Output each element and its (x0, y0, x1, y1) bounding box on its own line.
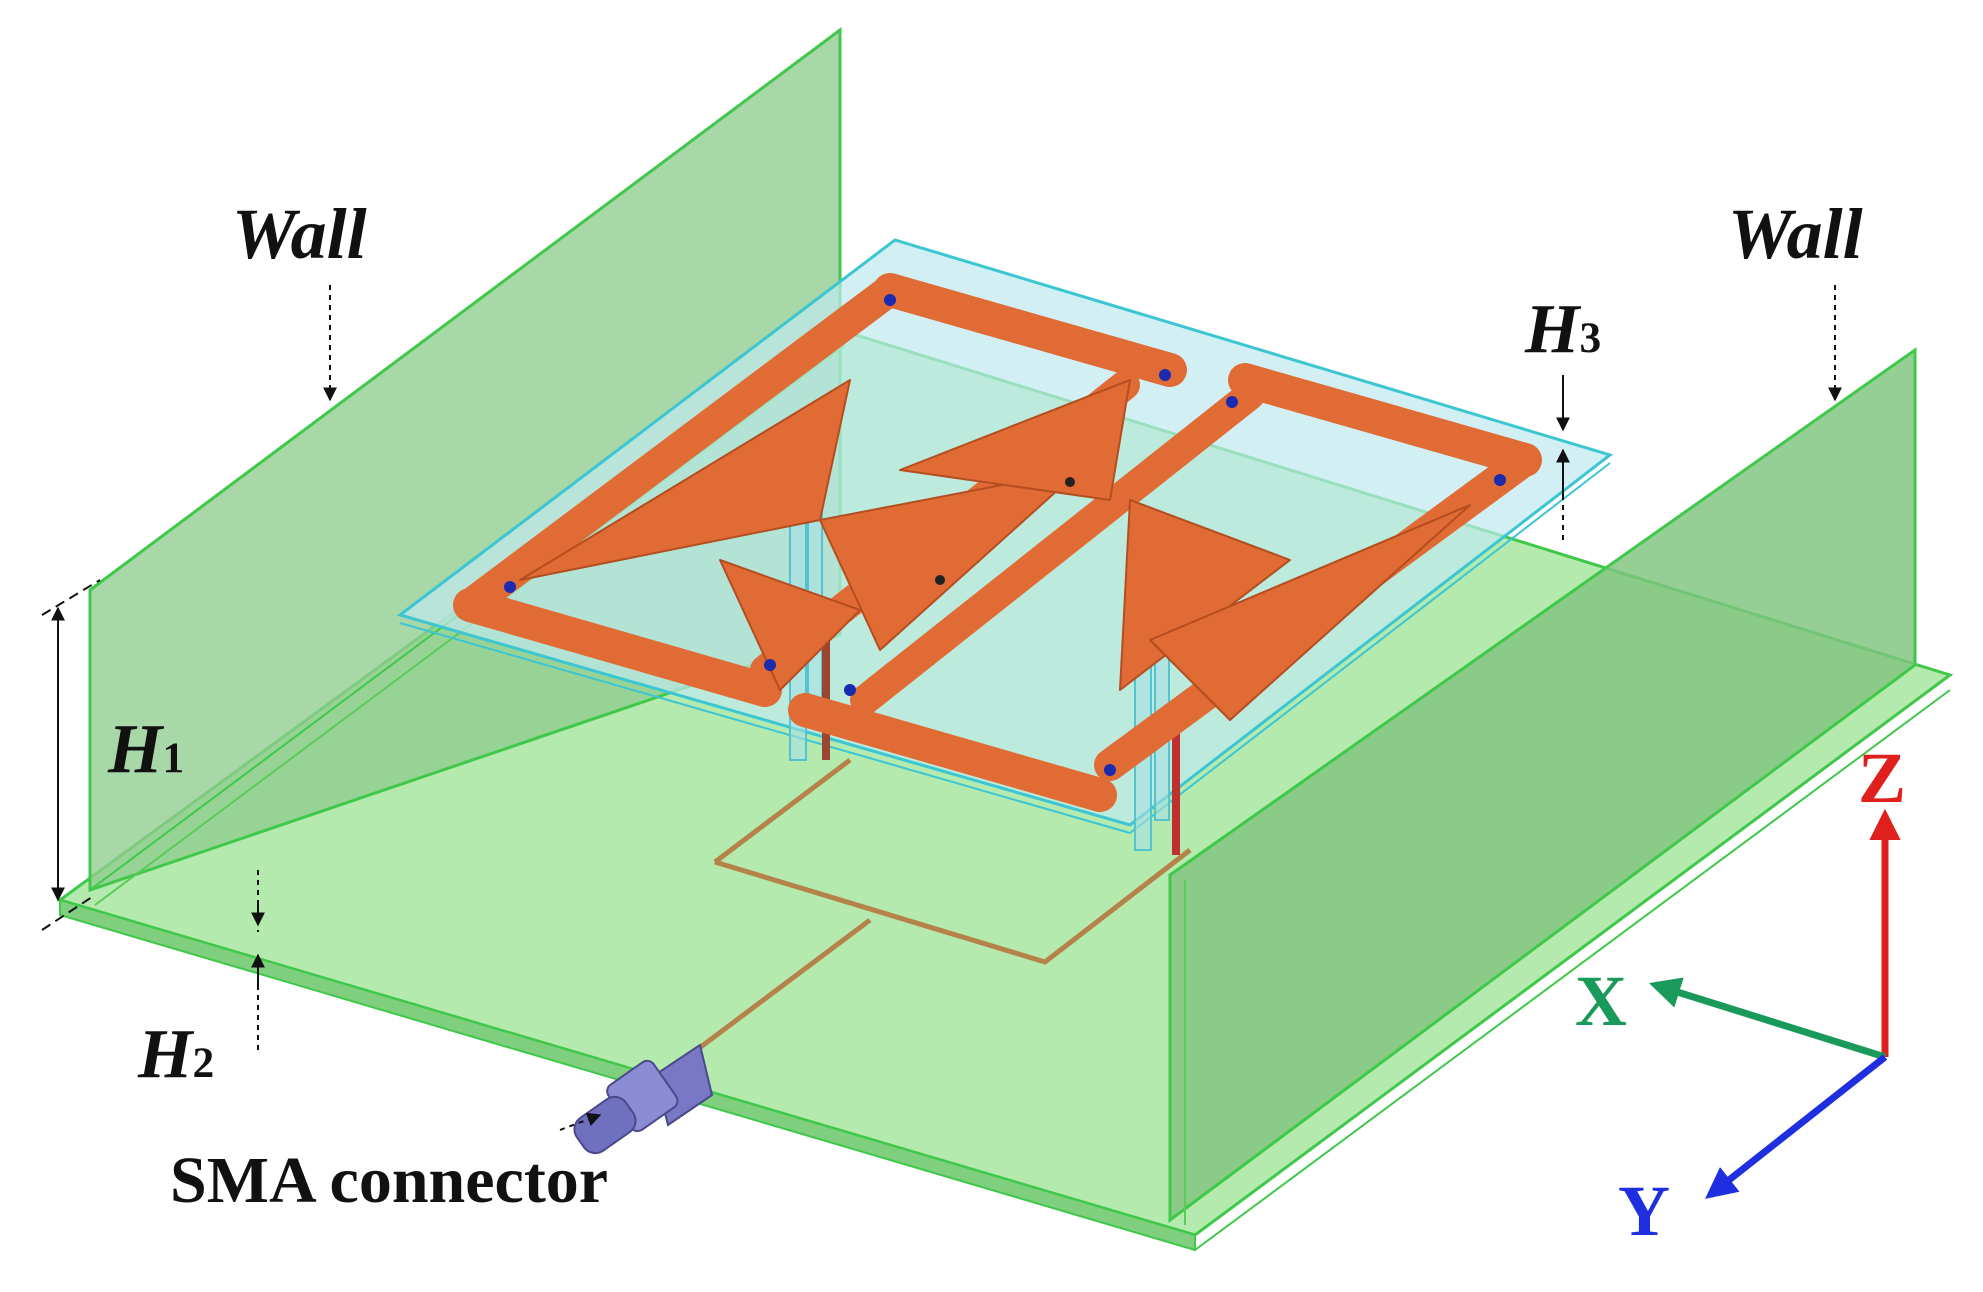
z-axis-label: Z (1858, 738, 1907, 818)
wall-left-label: Wall (232, 194, 367, 274)
h1-dimension (41, 579, 101, 931)
lumped-element-dots (504, 294, 1506, 776)
h3-label: H3 (1525, 291, 1602, 368)
feed-network (688, 758, 1192, 1057)
right-wall (1168, 347, 1917, 1223)
h2-label: H2 (138, 1016, 215, 1093)
copper-patch (453, 273, 1542, 812)
h1-label: H1 (108, 711, 185, 788)
y-axis-arrow (1705, 1054, 1888, 1199)
sma-connector-label: SMA connector (170, 1144, 609, 1217)
x-axis-arrow (1648, 977, 1887, 1061)
leader-lines (323, 285, 1842, 1131)
coordinate-axes (1648, 808, 1901, 1199)
y-axis-label: Y (1618, 1171, 1670, 1251)
wall-right-label: Wall (1728, 194, 1863, 274)
feed-probes (822, 625, 1180, 855)
sma-connector (573, 1043, 714, 1155)
x-axis-label: X (1575, 961, 1627, 1041)
